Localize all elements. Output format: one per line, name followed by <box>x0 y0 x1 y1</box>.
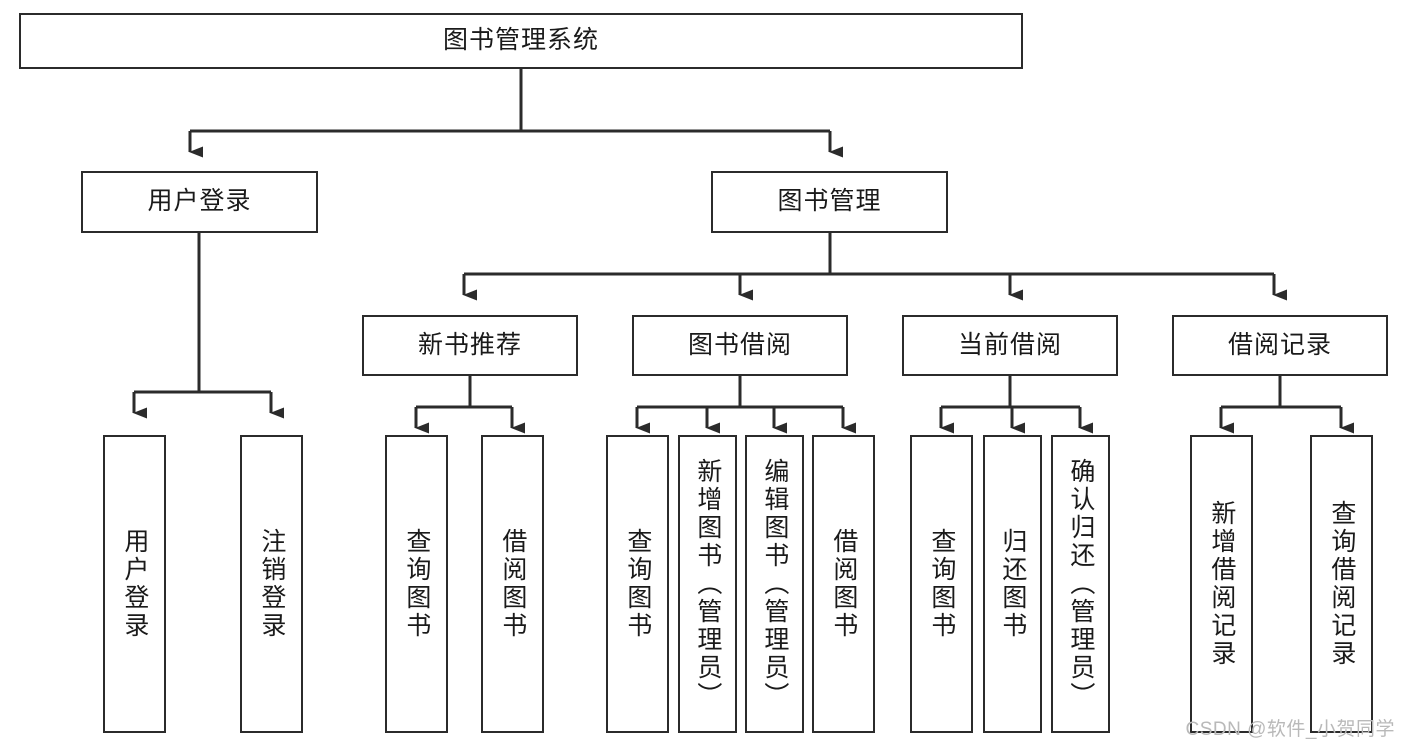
node-leaf-confirm-return[interactable]: 确认归还（管理员） <box>1051 435 1110 733</box>
node-leaf-add-record[interactable]: 新增借阅记录 <box>1190 435 1253 733</box>
node-leaf-edit-book[interactable]: 编辑图书（管理员） <box>745 435 804 733</box>
node-leaf-user-login[interactable]: 用户登录 <box>103 435 166 733</box>
node-label: 确认归还（管理员） <box>1066 458 1095 710</box>
csdn-watermark: CSDN @软件_小贺同学 <box>1185 719 1395 740</box>
node-book-management[interactable]: 图书管理 <box>711 171 948 233</box>
node-new-book-recommend[interactable]: 新书推荐 <box>362 315 578 376</box>
node-book-borrow[interactable]: 图书借阅 <box>632 315 848 376</box>
node-leaf-query-record[interactable]: 查询借阅记录 <box>1310 435 1373 733</box>
node-borrow-record[interactable]: 借阅记录 <box>1172 315 1388 376</box>
node-leaf-query-book-1[interactable]: 查询图书 <box>385 435 448 733</box>
node-label: 注销登录 <box>257 528 286 640</box>
node-label: 借阅记录 <box>1227 330 1332 359</box>
node-label: 编辑图书（管理员） <box>760 458 789 710</box>
node-label: 查询图书 <box>927 528 956 640</box>
node-leaf-borrow-book-2[interactable]: 借阅图书 <box>812 435 875 733</box>
node-label: 查询借阅记录 <box>1327 500 1356 668</box>
node-user-login[interactable]: 用户登录 <box>81 171 318 233</box>
node-current-borrow[interactable]: 当前借阅 <box>902 315 1118 376</box>
node-label: 用户登录 <box>147 187 252 216</box>
node-leaf-add-book[interactable]: 新增图书（管理员） <box>678 435 737 733</box>
node-leaf-borrow-book-1[interactable]: 借阅图书 <box>481 435 544 733</box>
node-label: 借阅图书 <box>498 528 527 640</box>
node-label: 新增图书（管理员） <box>693 458 722 710</box>
node-system-title[interactable]: 图书管理系统 <box>19 13 1023 69</box>
node-leaf-query-book-2[interactable]: 查询图书 <box>606 435 669 733</box>
node-label: 当前借阅 <box>957 330 1062 359</box>
node-label: 图书管理 <box>777 187 882 216</box>
node-leaf-query-book-3[interactable]: 查询图书 <box>910 435 973 733</box>
node-label: 查询图书 <box>402 528 431 640</box>
node-label: 图书管理系统 <box>442 26 599 55</box>
node-label: 新书推荐 <box>417 330 522 359</box>
node-label: 借阅图书 <box>829 528 858 640</box>
node-leaf-user-logout[interactable]: 注销登录 <box>240 435 303 733</box>
node-label: 归还图书 <box>998 528 1027 640</box>
node-label: 新增借阅记录 <box>1207 500 1236 668</box>
node-label: 图书借阅 <box>687 330 792 359</box>
node-label: 查询图书 <box>623 528 652 640</box>
node-leaf-return-book[interactable]: 归还图书 <box>983 435 1042 733</box>
node-label: 用户登录 <box>120 528 149 640</box>
